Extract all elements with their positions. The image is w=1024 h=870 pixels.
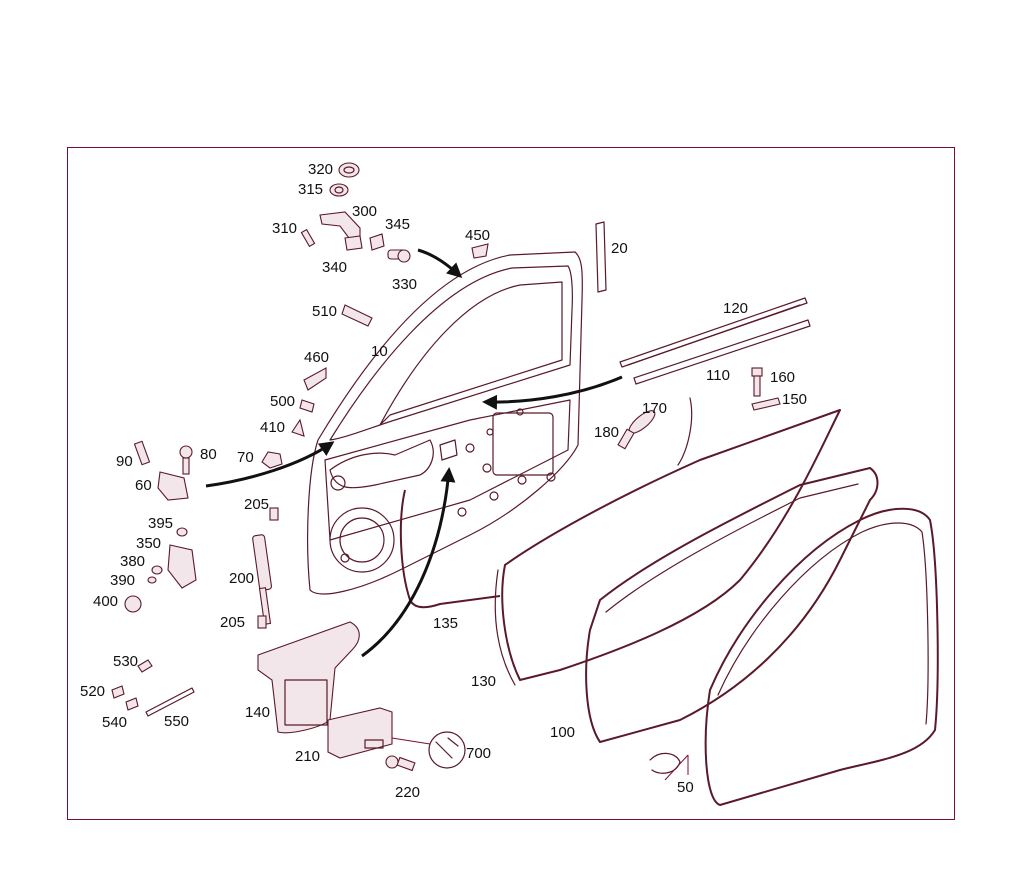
clip-340: [344, 235, 363, 251]
clip-50-hook: [649, 752, 681, 774]
label-140: 140: [245, 704, 270, 721]
clip-150: [751, 397, 781, 411]
door-shell: [307, 251, 583, 595]
label-380: 380: [120, 553, 145, 570]
bolt-220: [385, 755, 416, 772]
hinge-60: [157, 471, 189, 501]
label-130: 130: [471, 673, 496, 690]
stopper-330: [387, 249, 411, 263]
arrow-trim: [482, 375, 623, 410]
label-300: 300: [352, 203, 377, 220]
label-200: 200: [229, 570, 254, 587]
wrench-700-icon: [428, 731, 466, 769]
washer-315: [329, 183, 349, 197]
hinge-70: [261, 451, 283, 469]
label-340: 340: [322, 259, 347, 276]
label-345: 345: [385, 216, 410, 233]
label-50: 50: [677, 779, 694, 796]
stud-205-bottom: [257, 615, 267, 629]
label-395: 395: [148, 515, 173, 532]
label-80: 80: [200, 446, 217, 463]
clip-520: [111, 685, 125, 699]
label-410: 410: [260, 419, 285, 436]
washer-380: [151, 565, 163, 575]
bolt-80: [179, 445, 193, 475]
label-450: 450: [465, 227, 490, 244]
clip-500: [299, 399, 315, 413]
label-120: 120: [723, 300, 748, 317]
label-500: 500: [270, 393, 295, 410]
washer-390: [147, 576, 157, 584]
bracket-510: [341, 304, 373, 327]
label-390: 390: [110, 572, 135, 589]
label-205-bottom: 205: [220, 614, 245, 631]
label-60: 60: [135, 477, 152, 494]
label-550: 550: [164, 713, 189, 730]
label-100: 100: [550, 724, 575, 741]
pin-180: [617, 428, 635, 450]
bolt-160: [751, 367, 763, 397]
clip-410: [291, 418, 305, 437]
label-540: 540: [102, 714, 127, 731]
label-310: 310: [272, 220, 297, 237]
label-20: 20: [611, 240, 628, 257]
label-330: 330: [392, 276, 417, 293]
hinge-350: [167, 544, 197, 589]
grommet-320: [338, 162, 360, 178]
label-400: 400: [93, 593, 118, 610]
bolt-90: [133, 440, 151, 466]
arrow-upper: [417, 248, 463, 279]
washer-395: [176, 527, 188, 537]
label-70: 70: [237, 449, 254, 466]
strip-550: [145, 687, 195, 717]
label-510: 510: [312, 303, 337, 320]
label-205-top: 205: [244, 496, 269, 513]
window-trim-120: [619, 297, 808, 368]
clip-450: [471, 243, 489, 259]
seal-130: [501, 409, 841, 681]
label-350: 350: [136, 535, 161, 552]
nut-400: [124, 595, 142, 613]
pin-310: [300, 228, 316, 248]
strut-200: [252, 534, 273, 625]
clip-540: [125, 697, 139, 711]
arrow-hinge: [205, 441, 335, 488]
clip-530: [137, 659, 153, 673]
label-315: 315: [298, 181, 323, 198]
label-10: 10: [371, 343, 388, 360]
label-150: 150: [782, 391, 807, 408]
clip-345: [369, 233, 385, 251]
clip-460: [303, 367, 327, 391]
label-180: 180: [594, 424, 619, 441]
label-320: 320: [308, 161, 333, 178]
label-210: 210: [295, 748, 320, 765]
label-160: 160: [770, 369, 795, 386]
module-210: [327, 707, 393, 759]
window-trim-110: [633, 319, 811, 385]
arrow-panel: [361, 467, 456, 658]
label-220: 220: [395, 784, 420, 801]
strip-20: [595, 221, 607, 293]
label-530: 530: [113, 653, 138, 670]
label-700: 700: [466, 745, 491, 762]
label-520: 520: [80, 683, 105, 700]
label-90: 90: [116, 453, 133, 470]
label-460: 460: [304, 349, 329, 366]
label-135: 135: [433, 615, 458, 632]
stud-205-top: [269, 507, 279, 521]
seal-50: [704, 507, 939, 806]
label-170: 170: [642, 400, 667, 417]
diagram-frame: [67, 147, 955, 820]
label-110: 110: [706, 367, 730, 384]
part-labels: 320 315 300 310 345 340 330 450 20 510 1…: [80, 161, 807, 801]
seal-100: [585, 467, 879, 743]
